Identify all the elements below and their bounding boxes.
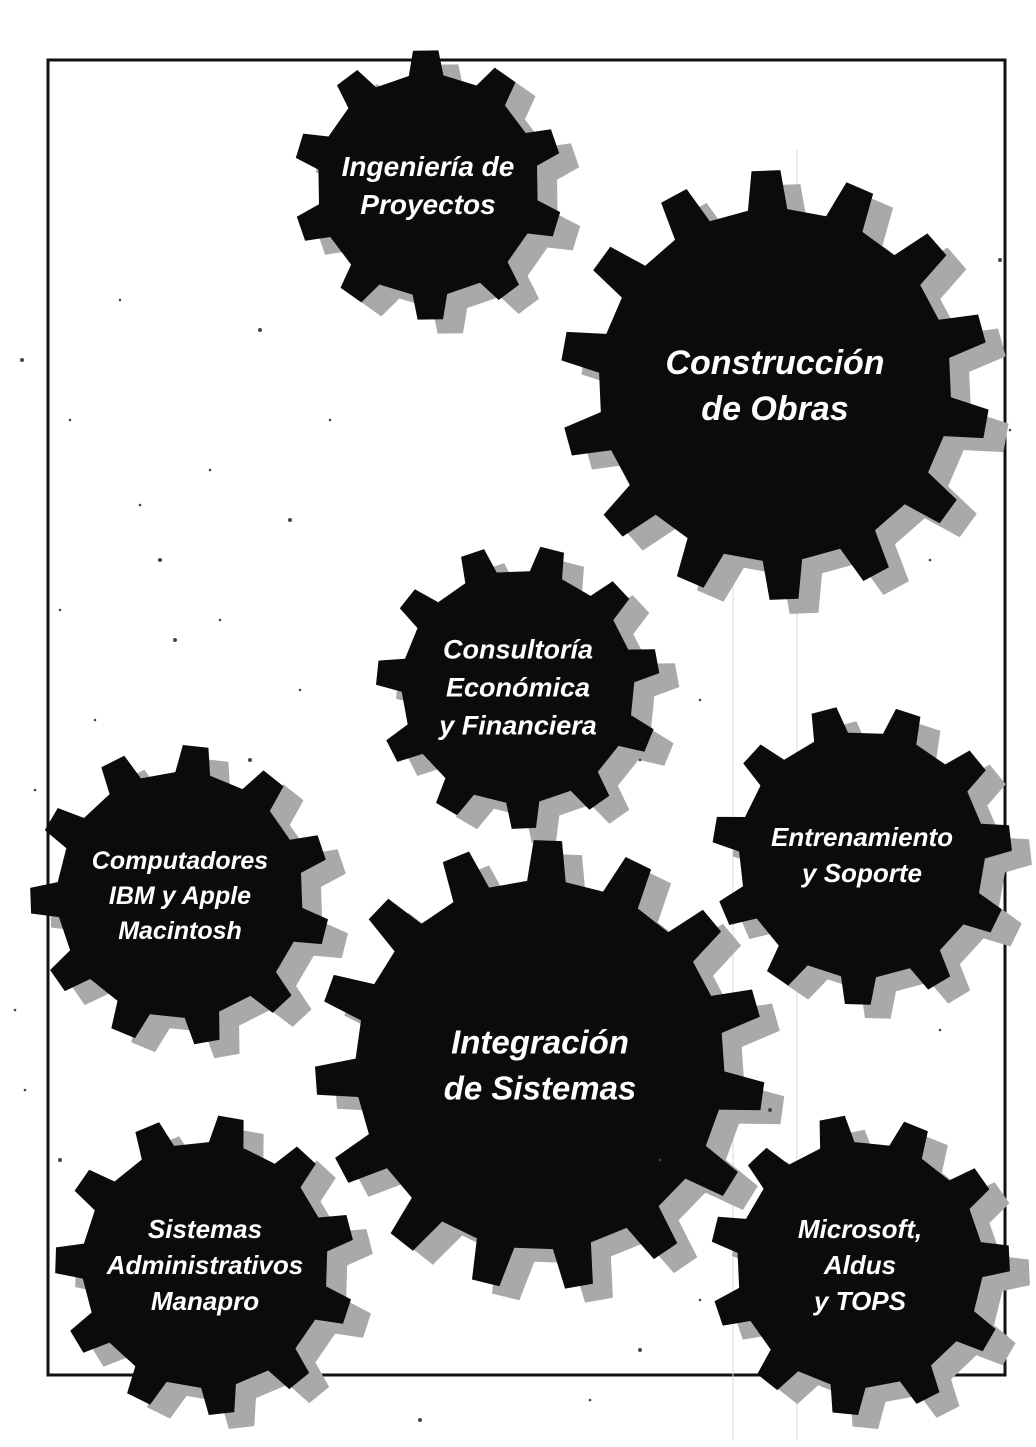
gear-label-construccion-line-1: Construcción [665, 344, 884, 382]
speck [118, 298, 122, 302]
scan-specks [13, 258, 1012, 1422]
gear-label-microsoft-line-1: Microsoft, [798, 1214, 922, 1244]
gear-label-computadores-line-2: IBM y Apple [109, 882, 251, 910]
speck [588, 1398, 592, 1402]
speck [328, 418, 332, 422]
gear-label-consultoria-line-1: Consultoría [443, 635, 593, 665]
gear-icon [711, 1115, 1010, 1415]
gear-icon [30, 745, 328, 1045]
gear-label-sistemas-line-1: Sistemas [148, 1214, 262, 1244]
speck [158, 558, 162, 562]
speck [93, 718, 97, 722]
gear-label-consultoria-line-3: y Financiera [437, 711, 597, 741]
speck [638, 758, 642, 762]
speck [33, 788, 37, 792]
speck [58, 1158, 62, 1162]
speck [20, 358, 24, 362]
gear-label-sistemas-line-2: Administrativos [106, 1250, 304, 1280]
gear-label-ingenieria-line-2: Proyectos [360, 189, 495, 220]
gear-construccion: Construcción de Obras [561, 170, 989, 600]
gear-label-construccion-line-2: de Obras [701, 390, 848, 428]
speck [218, 618, 222, 622]
speck [938, 1028, 942, 1032]
gear-label-entrenamiento-line-1: Entrenamiento [771, 822, 953, 852]
border-frame [46, 58, 1007, 1377]
speck [698, 1298, 702, 1302]
gear-label-integracion-line-1: Integración [451, 1024, 629, 1061]
speck [248, 758, 252, 762]
gear-microsoft: Microsoft, Aldus y TOPS [711, 1115, 1010, 1415]
speck [173, 638, 177, 642]
gear-icon [315, 840, 765, 1289]
gear-icon [561, 170, 989, 600]
speck [658, 1158, 662, 1162]
gear-label-sistemas-line-3: Manapro [151, 1286, 259, 1316]
gear-label-ingenieria-line-1: Ingeniería de [342, 151, 515, 182]
speck [288, 518, 292, 522]
speck [418, 1418, 422, 1422]
speck [58, 608, 62, 612]
gear-label-computadores-line-1: Computadores [92, 847, 269, 875]
speck [1008, 428, 1012, 432]
gear-icon [712, 707, 1012, 1005]
gear-label-microsoft-line-3: y TOPS [812, 1286, 907, 1316]
gear-label-integracion-line-2: de Sistemas [444, 1070, 637, 1107]
gear-entrenamiento: Entrenamiento y Soporte [712, 707, 1012, 1005]
speck [23, 1088, 27, 1092]
gear-icon [295, 50, 561, 320]
gear-icon [376, 546, 660, 829]
gear-integracion: Integración de Sistemas [315, 840, 765, 1289]
gear-label-microsoft-line-2: Aldus [823, 1250, 896, 1280]
speck [68, 418, 72, 422]
gear-label-entrenamiento-line-2: y Soporte [800, 858, 922, 888]
gear-icon [55, 1115, 353, 1415]
speck [768, 1108, 772, 1112]
speck [138, 503, 142, 507]
gear-ingenieria: Ingeniería de Proyectos [295, 50, 561, 320]
speck [298, 688, 302, 692]
speck [258, 328, 262, 332]
speck [928, 558, 932, 562]
speck [208, 468, 212, 472]
speck [13, 1008, 17, 1012]
speck [638, 1348, 642, 1352]
speck [698, 698, 702, 702]
gear-label-computadores-line-3: Macintosh [118, 917, 242, 945]
gear-label-consultoria-line-2: Económica [446, 673, 590, 703]
speck [998, 258, 1002, 262]
